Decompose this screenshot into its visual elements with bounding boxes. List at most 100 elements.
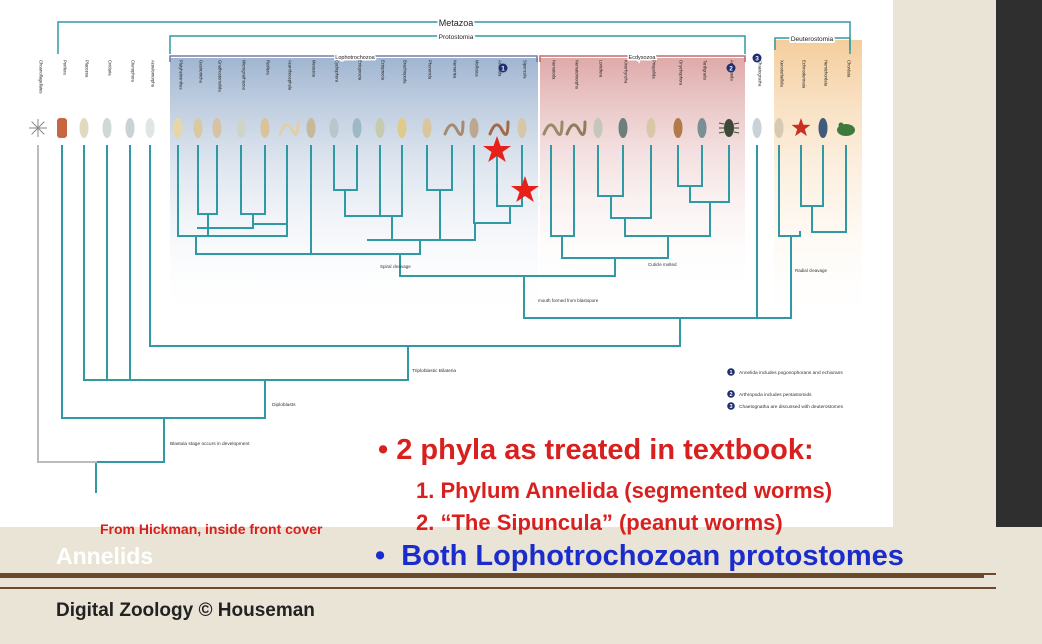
clade-label-protostomia: Protostomia — [439, 34, 474, 41]
organism-hemichordata — [818, 118, 828, 138]
footer: Digital Zoology © Houseman — [56, 600, 315, 621]
organism-cnidaria — [102, 118, 112, 138]
svg-text:Chaetognatha are discussed wit: Chaetognatha are discussed with deuteros… — [739, 404, 844, 410]
organism-gastrotricha — [193, 118, 203, 138]
branches — [37, 145, 847, 493]
organism-gnathostomulida — [212, 118, 222, 138]
svg-text:2: 2 — [729, 66, 733, 73]
organism-mollusca — [469, 118, 479, 138]
organism-sipuncula — [517, 118, 527, 138]
sub-item-annelida-number: 1. — [416, 478, 435, 503]
marker-arthropoda: 2 — [726, 63, 736, 73]
organism-echinodermata — [791, 118, 811, 137]
organism-nemertea — [443, 120, 465, 136]
note-1: 1 Annelida includes pogonophorans and ec… — [727, 368, 843, 376]
clade-brackets — [57, 21, 851, 54]
taxon-label-porifera: Porifera — [63, 60, 68, 75]
taxon-label-phoronida: Phoronida — [428, 60, 433, 80]
organism-ctenophora — [125, 118, 135, 138]
bullet-lophotrochozoan: • Both Lophotrochozoan protostomes — [375, 540, 904, 572]
organism-acoelomorpha — [145, 118, 155, 138]
note-3: 3 Chaetognatha are discussed with deuter… — [727, 402, 844, 410]
organism-micrognathozoa — [236, 118, 246, 138]
node-label-diploblasts: Diploblasts — [272, 402, 296, 408]
taxon-label-gastrotricha: Gastrotricha — [199, 60, 204, 83]
organism-acanthocephala — [278, 120, 300, 136]
taxon-label-priapulida: Priapulida — [652, 60, 657, 79]
organism-priapulida — [646, 118, 656, 138]
svg-text:1: 1 — [729, 370, 732, 376]
node-label-radial: Radial cleavage — [795, 268, 828, 273]
taxon-label-nemertea: Nemertea — [453, 60, 458, 79]
organism-cycliophora — [329, 118, 339, 138]
organism-entoprocta — [352, 118, 362, 138]
node-label-spiral: Spiral cleavage — [380, 264, 411, 269]
taxon-label-chaetognatha: Chaetognatha — [758, 60, 763, 87]
taxon-label-tardigrada: Tardigrada — [703, 60, 708, 80]
svg-text:Arthropoda includes pentastomi: Arthropoda includes pentastomids — [739, 392, 812, 398]
divider-upper — [0, 573, 984, 578]
sub-item-annelida-text: Phylum Annelida (segmented worms) — [440, 478, 833, 503]
taxon-label-loricifera: Loricifera — [599, 60, 604, 78]
organism-onychophora — [673, 118, 683, 138]
organism-porifera — [57, 118, 67, 138]
bullet-phyla: • 2 phyla as treated in textbook: — [378, 434, 814, 466]
divider-upper-right — [962, 573, 996, 575]
taxon-label-platyhelminthes: Platyhelminthes — [179, 60, 184, 90]
star-annelida — [483, 136, 511, 162]
node-label-triploblastic: Triploblastic Bilateria — [412, 368, 456, 374]
bottom-band — [0, 527, 1042, 644]
divider-lower — [0, 587, 996, 589]
sub-item-sipuncula-text: “The Sipuncula” (peanut worms) — [440, 510, 783, 535]
taxon-label-ctenophora: Ctenophora — [131, 60, 136, 83]
organism-nematoda — [542, 120, 564, 136]
sub-item-sipuncula: 2. “The Sipuncula” (peanut worms) — [416, 510, 783, 536]
organism-placozoa — [79, 118, 89, 138]
node-label-mouth: mouth formed from blastopore — [538, 298, 599, 303]
taxon-label-ectoprocta: Ectoprocta — [381, 60, 386, 81]
bullet-phyla-text: 2 phyla as treated in textbook: — [396, 434, 814, 466]
organism-annelida — [488, 120, 510, 136]
taxon-label-kinorhyncha: Kinorhyncha — [624, 60, 629, 84]
organism-chordata — [837, 122, 855, 136]
taxon-label-xenoturbellida: Xenoturbellida — [780, 60, 785, 87]
organism-xenoturbellida — [774, 118, 784, 138]
taxon-label-micrognathozoa: Micrognathozoa — [242, 60, 247, 90]
organism-tardigrada — [697, 118, 707, 138]
organism-loricifera — [593, 118, 603, 138]
taxon-label-sipuncula: Sipuncula — [523, 60, 528, 79]
taxon-label-acanthocephala: Acanthocephala — [288, 60, 293, 91]
organism-mesozoa — [306, 118, 316, 138]
clade-label-ecdysozoa: Ecdysozoa — [629, 55, 657, 61]
taxa-layer: Choanoflagellates Porifera Placozoa Cnidari… — [29, 60, 855, 138]
marker-chaetognatha: 3 — [752, 53, 762, 63]
organism-kinorhyncha — [618, 118, 628, 138]
taxon-label-placozoa: Placozoa — [85, 60, 90, 78]
clade-label-deuterostomia: Deuterostomia — [791, 36, 834, 43]
svg-text:2: 2 — [729, 392, 732, 398]
node-label-cuticle: Cuticle molted — [648, 262, 677, 267]
phylogeny-tree: Metazoa Protostomia Lophotrochozoa Ecdys… — [29, 16, 862, 493]
taxon-label-mollusca: Mollusca — [475, 60, 480, 77]
sub-item-sipuncula-number: 2. — [416, 510, 435, 535]
organism-nematomorpha — [565, 120, 587, 136]
taxon-label-choanoflagellates: Choanoflagellates — [39, 60, 44, 94]
node-label-blastula: Blastula stage occurs in development — [170, 441, 250, 447]
organism-phoronida — [422, 118, 432, 138]
note-2: 2 Arthropoda includes pentastomids — [727, 390, 812, 398]
svg-text:1: 1 — [501, 66, 505, 73]
organism-chaetognatha — [752, 118, 762, 138]
ecdysozoa-shade — [540, 58, 745, 298]
taxon-label-entoprocta: Entoprocta — [358, 60, 363, 81]
taxon-label-cnidaria: Cnidaria — [108, 60, 113, 76]
taxon-label-gnathostomulida: Gnathostomulida — [218, 60, 223, 92]
svg-text:3: 3 — [729, 404, 732, 410]
taxon-label-hemichordata: Hemichordata — [824, 60, 829, 87]
organism-arthropoda — [718, 119, 740, 137]
bullet-lophotrochozoan-text: Both Lophotrochozoan protostomes — [401, 540, 904, 572]
deuterostomia-shade — [774, 40, 862, 320]
section-title: Annelids — [56, 543, 154, 569]
taxon-label-nematomorpha: Nematomorpha — [575, 60, 580, 90]
source-credit: From Hickman, inside front cover — [100, 521, 323, 537]
